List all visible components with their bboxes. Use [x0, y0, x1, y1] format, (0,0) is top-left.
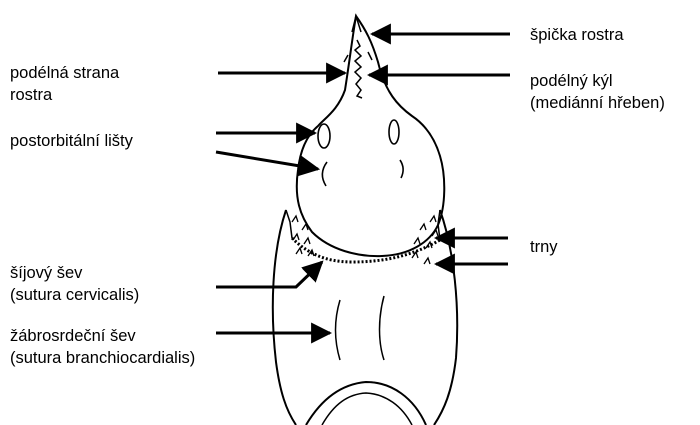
rostrum-tip-spines: [344, 16, 372, 62]
label-cervical-suture: šíjový šev (sutura cervicalis): [10, 262, 139, 306]
label-rostrum-tip: špička rostra: [530, 24, 624, 46]
postorbital-ridge-left: [318, 124, 330, 148]
postorbital-ridge-lower-left: [322, 162, 327, 186]
label-spines: trny: [530, 236, 558, 258]
branchiocardiac-suture-right: [380, 296, 385, 360]
label-postorbital-ridges: postorbitální lišty: [10, 130, 133, 152]
arrow-cervical-suture: [216, 262, 322, 287]
carapace-left-edge: [273, 210, 296, 425]
label-median-keel: podélný kýl (mediánní hřeben): [530, 70, 665, 114]
carapace-shoulder-left: [286, 210, 292, 238]
label-branchiocardiac-suture: žábrosrdeční šev (sutura branchiocardial…: [10, 325, 195, 369]
arrow-postorbital-lower: [216, 152, 318, 169]
label-rostrum-side: podélná strana rostra: [10, 62, 119, 106]
spines-right: [412, 216, 438, 264]
carapace-right-edge: [434, 210, 457, 425]
postorbital-ridge-right: [389, 120, 399, 144]
cervical-suture: [292, 238, 440, 262]
spines-left: [292, 216, 314, 256]
rostrum-outline: [297, 16, 445, 256]
postorbital-ridge-lower-right: [400, 160, 403, 178]
posterior-margin-inner: [322, 393, 412, 425]
branchiocardiac-suture-left: [336, 300, 341, 360]
median-keel: [355, 40, 362, 98]
